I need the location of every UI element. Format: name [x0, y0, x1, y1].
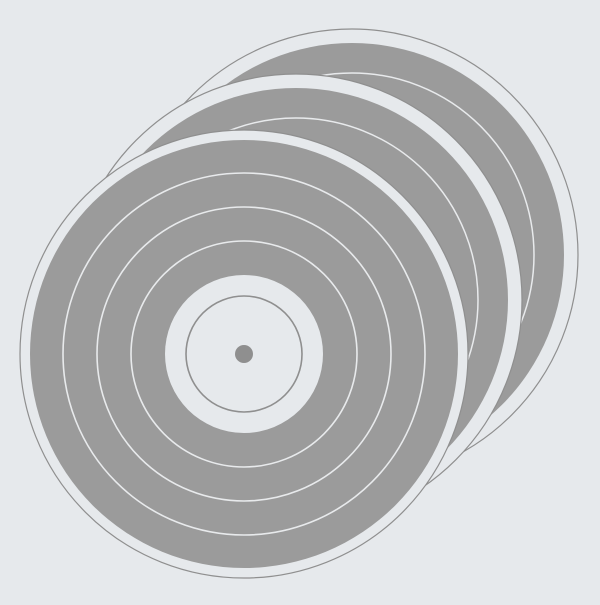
label-ring — [185, 295, 303, 413]
groove-ring — [130, 240, 358, 468]
groove-ring — [96, 206, 392, 502]
groove-ring — [62, 172, 426, 536]
vinyl-record-front — [19, 129, 469, 579]
spindle-hole — [235, 345, 253, 363]
